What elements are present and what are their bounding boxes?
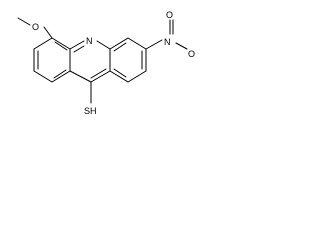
bond-m5 <box>69 70 92 83</box>
bond-l1 <box>51 37 71 50</box>
bond-l6 <box>33 37 53 50</box>
molecule-drawing: O N N O O SH <box>17 10 195 116</box>
structure-canvas: O N N O O SH <box>0 0 221 138</box>
atom-ring-nitrogen: N <box>86 36 93 46</box>
bond-l3 <box>51 70 71 83</box>
bond-l-double-3 <box>53 69 67 79</box>
bond-r-double-1 <box>113 42 127 52</box>
bond-m-double-2 <box>90 68 107 79</box>
bond-m-double-1 <box>73 45 85 53</box>
atom-thiol: SH <box>84 106 97 116</box>
bond-r1 <box>109 37 129 50</box>
bond-methyl-oxygen <box>17 17 31 26</box>
atom-nitro-oxygen-top: O <box>166 10 173 20</box>
bond-m2 <box>96 40 111 50</box>
bond-ring-nitro <box>145 39 163 50</box>
bond-r-double-3 <box>113 68 127 78</box>
atom-nitro-nitrogen: N <box>164 37 171 47</box>
bond-m4 <box>90 70 111 83</box>
bond-l4 <box>33 70 53 83</box>
atom-ether-oxygen: O <box>32 22 39 32</box>
atom-nitro-oxygen-right: O <box>188 49 195 59</box>
bond-r4 <box>127 70 147 83</box>
bond-nitro-o-right <box>175 42 188 50</box>
bond-oxygen-ring <box>43 26 53 39</box>
bond-r2 <box>127 37 147 50</box>
bond-l-double-1 <box>54 41 68 51</box>
bond-r5 <box>109 70 129 83</box>
bond-m1 <box>69 40 85 50</box>
